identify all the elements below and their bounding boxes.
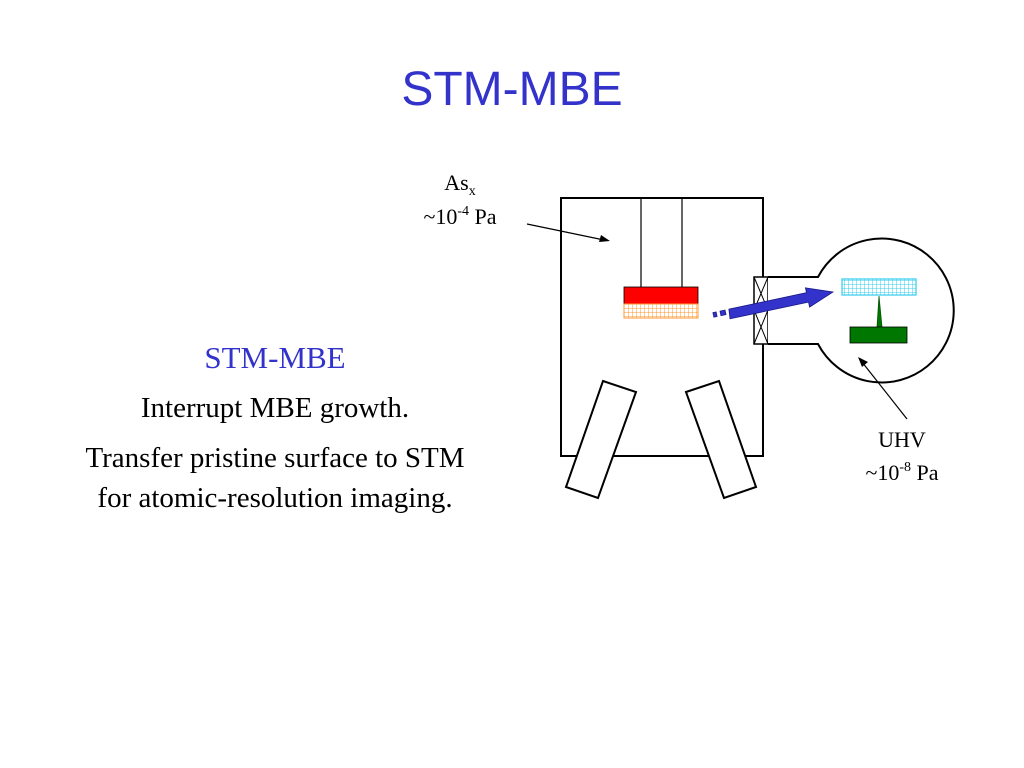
stm-tip-base bbox=[849, 326, 908, 344]
stm-chamber bbox=[768, 237, 955, 384]
uhv-pressure-label: ~10-8 Pa bbox=[865, 460, 938, 485]
description-block: STM-MBE Interrupt MBE growth. Transfer p… bbox=[80, 336, 470, 528]
mbe-pressure-label: ~10-4 Pa bbox=[423, 204, 496, 229]
mbe-sample-layer bbox=[623, 286, 699, 305]
uhv-pointer-head bbox=[858, 357, 868, 367]
description-line-2: Transfer pristine surface to STM for ato… bbox=[85, 442, 465, 514]
effusion-cell-right bbox=[684, 379, 758, 500]
stm-sample bbox=[841, 278, 917, 296]
description-line-1: Interrupt MBE growth. bbox=[140, 392, 410, 424]
uhv-name-label: UHV bbox=[878, 427, 926, 452]
mbe-substrate bbox=[623, 303, 699, 319]
mbe-species-label: Asx bbox=[444, 170, 475, 199]
description-heading: STM-MBE bbox=[204, 340, 346, 375]
uhv-pointer-line bbox=[861, 361, 908, 420]
slide-title: STM-MBE bbox=[401, 63, 623, 116]
mbe-pointer-line bbox=[526, 223, 605, 241]
transfer-arrow bbox=[712, 287, 835, 320]
effusion-cell-left bbox=[564, 379, 638, 500]
mbe-pointer-head bbox=[599, 235, 610, 242]
